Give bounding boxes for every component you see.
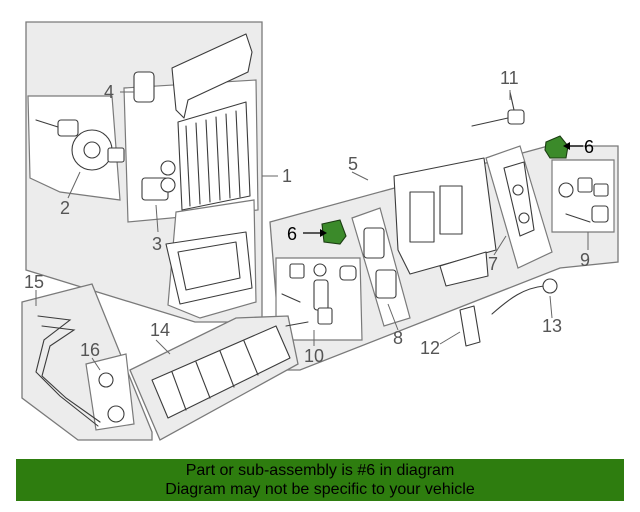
seals-16-part xyxy=(98,372,125,423)
linkage-10-part xyxy=(281,263,357,327)
callout-6-left: 6 xyxy=(287,224,297,244)
evaporator-core-part xyxy=(177,101,251,211)
callout-7: 7 xyxy=(488,254,498,274)
callout-6-right: 6 xyxy=(584,137,594,157)
banner-line-2: Diagram may not be specific to your vehi… xyxy=(165,481,475,498)
banner-line-1: Part or sub-assembly is #6 in diagram xyxy=(185,462,455,479)
callout-13: 13 xyxy=(542,316,562,336)
callout-14: 14 xyxy=(150,320,170,340)
upper-duct-part xyxy=(171,33,253,119)
callout-10: 10 xyxy=(304,346,324,366)
info-banner: Part or sub-assembly is #6 in diagram Di… xyxy=(16,459,624,501)
highlighted-part-6-right[interactable] xyxy=(544,135,569,159)
callout-8: 8 xyxy=(393,328,403,348)
bracket-7-part xyxy=(503,161,535,237)
callout-16: 16 xyxy=(80,340,100,360)
lower-case-part xyxy=(165,231,253,305)
highlighted-part-6-left[interactable] xyxy=(321,219,347,245)
callout-2: 2 xyxy=(60,198,70,218)
hvac-case-part xyxy=(393,157,497,287)
callout-1: 1 xyxy=(282,166,292,186)
sensor-11-part xyxy=(471,91,525,127)
duct-12-part xyxy=(459,305,481,347)
callout-4: 4 xyxy=(104,82,114,102)
callout-5: 5 xyxy=(348,154,358,174)
linkage-9-part xyxy=(558,177,609,223)
linkage-8-part xyxy=(363,227,397,299)
panel-group-15 xyxy=(21,283,153,441)
blower-assembly-part xyxy=(35,119,125,171)
callout-12: 12 xyxy=(420,338,440,358)
callout-3: 3 xyxy=(152,234,162,254)
expansion-valve-part xyxy=(141,160,176,201)
callout-11: 11 xyxy=(500,68,519,88)
callout-15: 15 xyxy=(24,272,44,292)
heater-core-part xyxy=(151,325,291,419)
tubes-15-part xyxy=(35,315,101,427)
leader-lines xyxy=(35,90,589,371)
callout-9: 9 xyxy=(580,250,590,270)
hose-13-part xyxy=(491,278,558,315)
small-actuator-part xyxy=(133,71,155,103)
